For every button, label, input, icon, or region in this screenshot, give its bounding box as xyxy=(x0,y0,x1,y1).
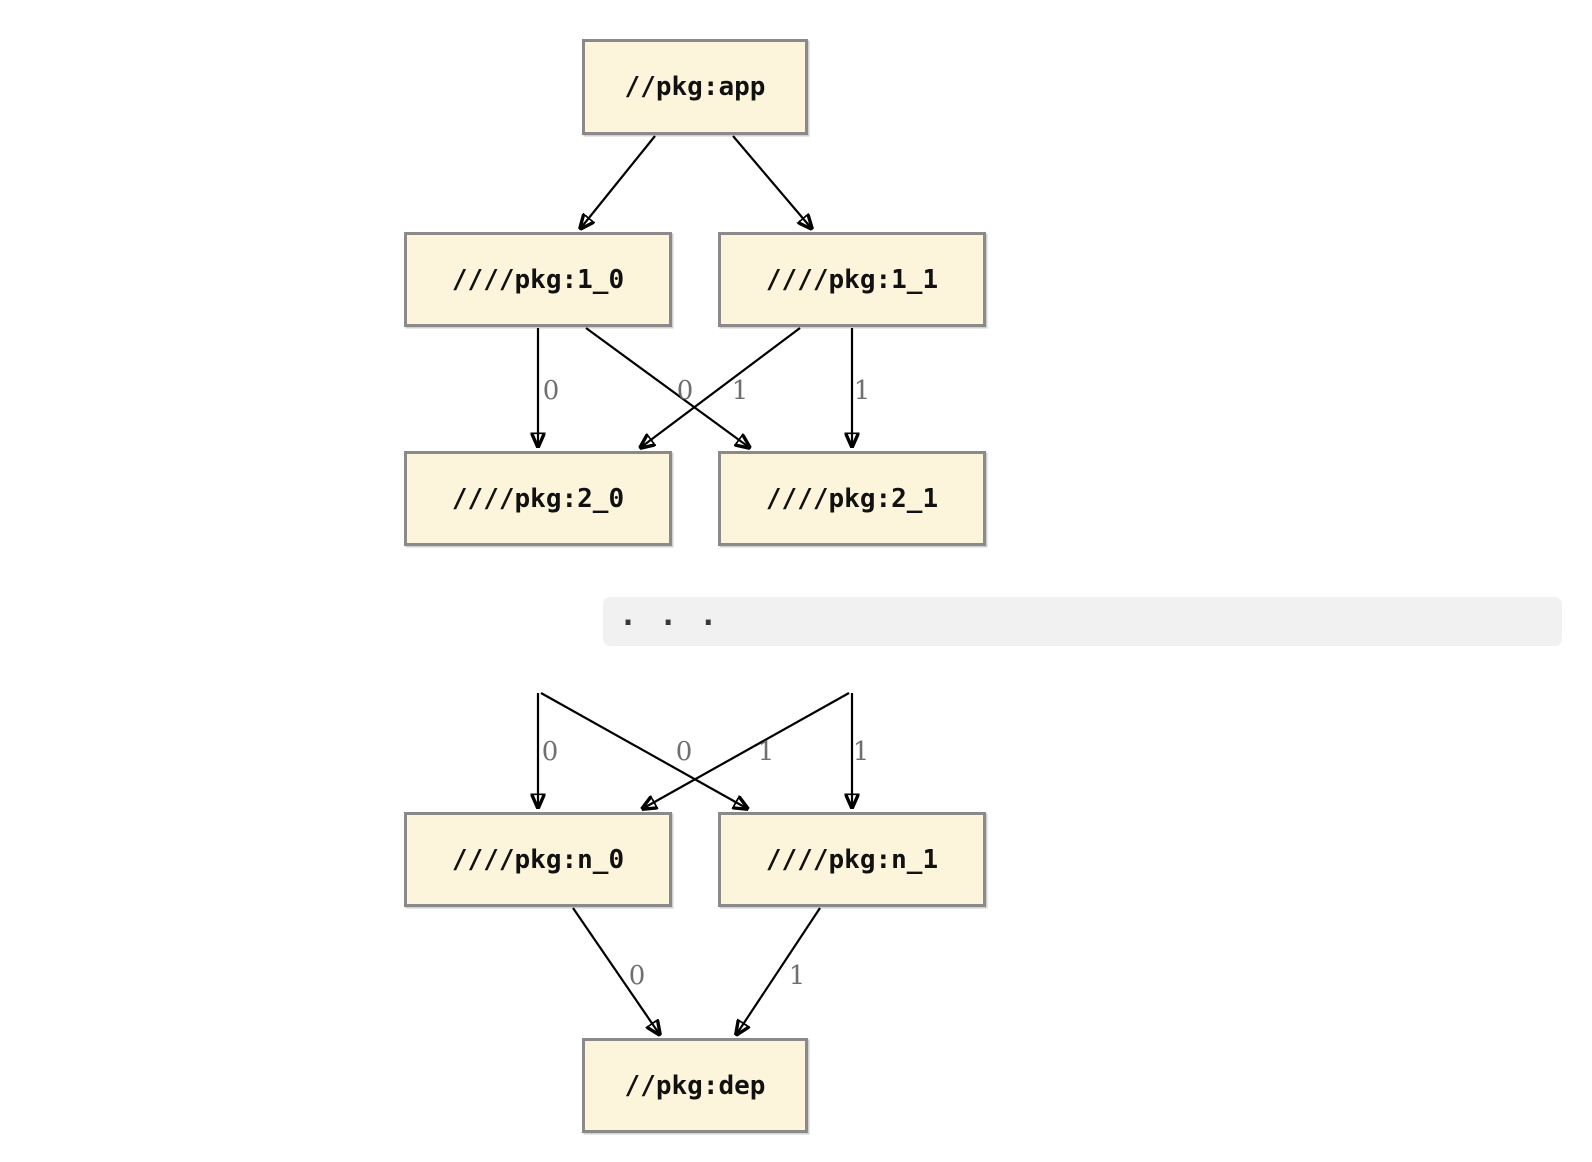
edge-pkg1-0-to-pkg2-1 xyxy=(585,327,750,448)
edge-label-1-0-to-2-0: 0 xyxy=(542,376,560,406)
edge-app-to-pkg1-1 xyxy=(732,135,812,229)
edge-prev-to-pkgn-1-cross xyxy=(540,692,748,809)
node-pkg-2-0-label: ////pkg:2_0 xyxy=(451,483,625,514)
node-pkg-app: //pkg:app xyxy=(582,39,808,135)
edge-label-prev-to-n-0-cross: 0 xyxy=(675,737,693,767)
edge-label-1-1-to-2-0: 0 xyxy=(676,376,694,406)
node-pkg-1-1-label: ////pkg:1_1 xyxy=(765,264,939,295)
edge-pkg1-1-to-pkg2-0 xyxy=(640,327,801,448)
edge-prev-to-pkgn-0-cross xyxy=(642,692,850,809)
edge-label-n-0-to-dep: 0 xyxy=(628,961,646,991)
edge-label-1-0-to-2-1: 1 xyxy=(731,376,749,406)
node-pkg-2-1-label: ////pkg:2_1 xyxy=(765,483,939,514)
edge-pkgn-1-to-dep xyxy=(736,907,821,1035)
node-pkg-1-0: ////pkg:1_0 xyxy=(404,232,672,327)
node-pkg-n-1-label: ////pkg:n_1 xyxy=(765,844,939,875)
edge-label-n-1-to-dep: 1 xyxy=(788,961,806,991)
node-pkg-n-0-label: ////pkg:n_0 xyxy=(451,844,625,875)
node-pkg-app-label: //pkg:app xyxy=(624,72,766,102)
node-pkg-1-0-label: ////pkg:1_0 xyxy=(451,264,625,295)
omitted-layers-band: . . . xyxy=(603,597,1562,646)
edge-app-to-pkg1-0 xyxy=(580,135,656,229)
node-pkg-1-1: ////pkg:1_1 xyxy=(718,232,986,327)
node-pkg-dep-label: //pkg:dep xyxy=(624,1070,766,1101)
node-pkg-dep: //pkg:dep xyxy=(582,1038,808,1133)
node-pkg-n-0: ////pkg:n_0 xyxy=(404,812,672,907)
edge-label-prev-to-n-1: 1 xyxy=(852,737,870,767)
node-pkg-2-1: ////pkg:2_1 xyxy=(718,451,986,546)
edge-label-prev-to-n-0: 0 xyxy=(541,737,559,767)
edge-label-prev-to-n-1-cross: 1 xyxy=(757,737,775,767)
node-pkg-n-1: ////pkg:n_1 xyxy=(718,812,986,907)
node-pkg-2-0: ////pkg:2_0 xyxy=(404,451,672,546)
edge-pkgn-0-to-dep xyxy=(572,907,660,1035)
edge-label-1-1-to-2-1: 1 xyxy=(853,376,871,406)
omitted-layers-ellipsis: . . . xyxy=(619,598,720,633)
